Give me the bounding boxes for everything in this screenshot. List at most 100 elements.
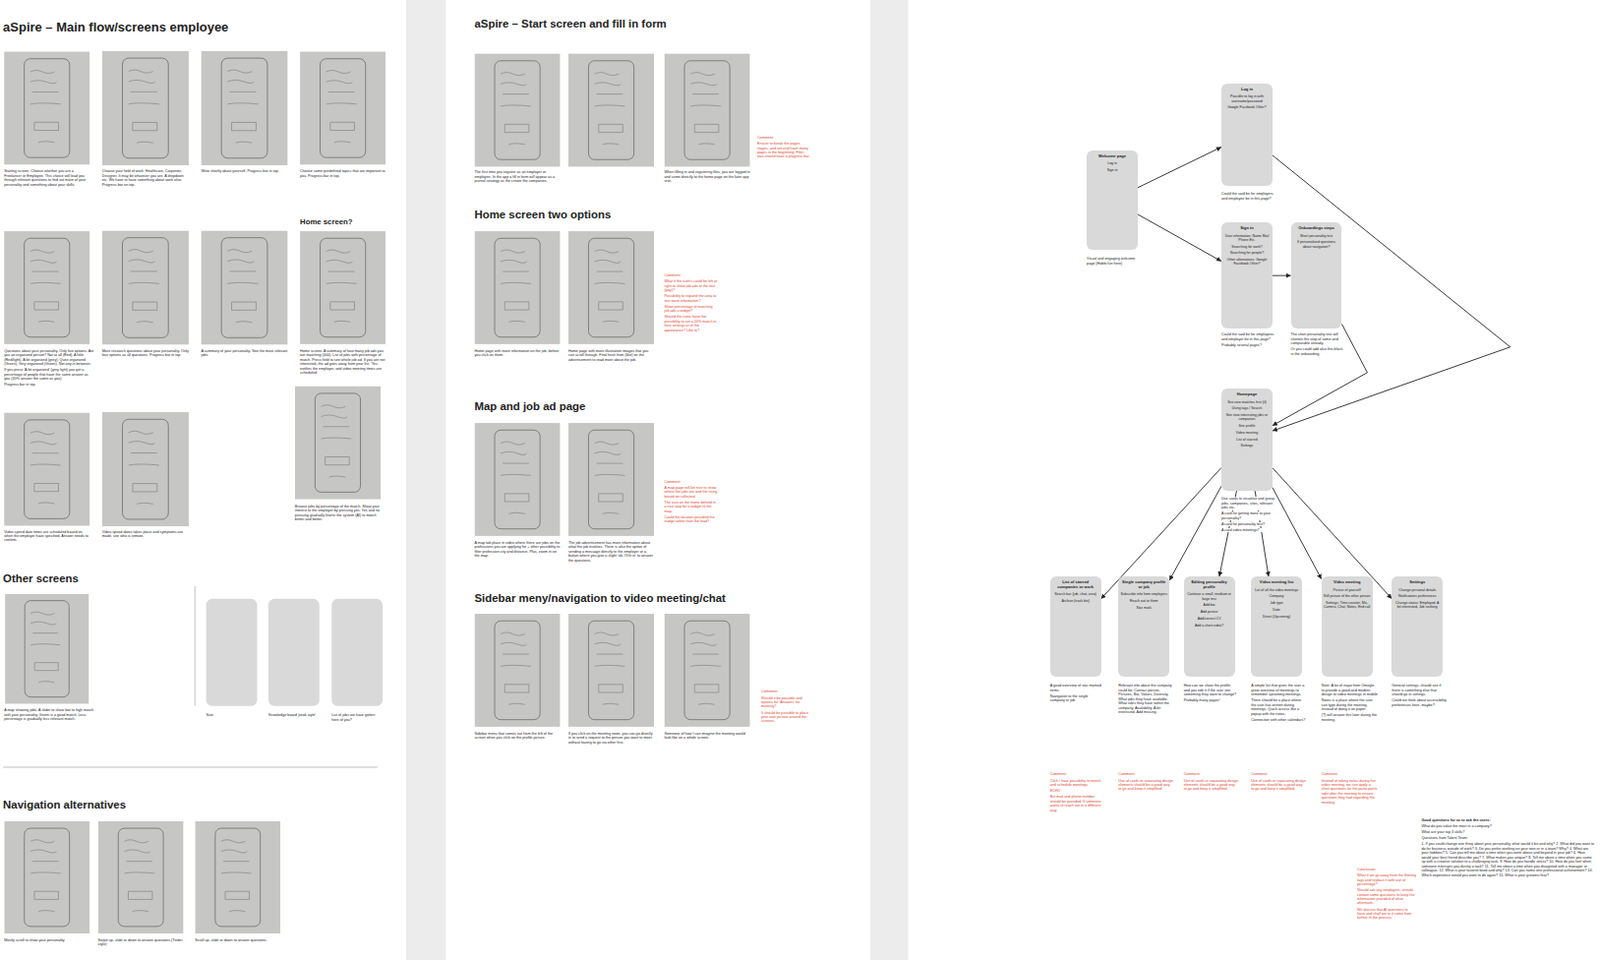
caption-note: A good overview of star marked items.	[1050, 683, 1104, 693]
comment-note: Comment:	[1184, 771, 1240, 776]
comment-note: Conclusion:	[1357, 867, 1417, 872]
box-line: Add/correct CV	[1185, 616, 1234, 621]
placeholder-frame	[331, 598, 383, 707]
flow-box: Onboardings stepsShort personality testI…	[1291, 222, 1343, 329]
sketch-photo	[568, 54, 654, 168]
comment-note: What if we go away from the filtering ta…	[1357, 873, 1417, 887]
divider-line	[194, 574, 196, 707]
flow-box: Editing personality profileContinue a sm…	[1184, 576, 1236, 677]
box-line: Archive (trash bin)	[1052, 598, 1100, 603]
comment-note: It should be possible to place your own …	[761, 711, 815, 724]
flow-arrow	[1272, 323, 1368, 425]
box-line: See profile	[1223, 423, 1271, 428]
sketch-photo	[568, 422, 654, 536]
box-line: Short personality test	[1293, 234, 1341, 238]
box-line: If personalized questions about navigati…	[1293, 239, 1341, 248]
left-panel	[0, 0, 407, 960]
sketch-photo	[200, 230, 288, 345]
comment-note: Could the location provided the nudge ra…	[663, 515, 717, 525]
sketch-photo	[4, 593, 89, 705]
caption-note: How can we show the profile and you edit…	[1184, 683, 1238, 697]
sketch-photo	[200, 51, 288, 166]
caption-note: Connection with other calendars?	[1250, 717, 1306, 722]
caption-note: If you click on the meeting room, you ca…	[568, 731, 654, 745]
comment-note: Comment:	[663, 273, 717, 278]
caption-note: Write shortly about yourself. Progress b…	[200, 169, 288, 174]
section-heading: aSpire – Start screen and fill in form	[474, 17, 862, 32]
box-heading: Onboardings steps	[1293, 226, 1341, 232]
box-line: Possible to log in with username/passwor…	[1223, 94, 1271, 103]
comment-note: A map page will be nice to show where th…	[663, 485, 717, 499]
caption-note: Choose your field of work: Healthcare, C…	[102, 169, 189, 187]
comment-note: Comment:	[1321, 771, 1379, 776]
box-line: Other alternatives: Google Facebook Othe…	[1223, 257, 1271, 266]
box-line: Settings: Time counter, Mic, Camera, Cha…	[1323, 600, 1371, 609]
box-line: Add picture	[1185, 609, 1234, 614]
box-heading: Log in	[1223, 87, 1271, 93]
caption-note: Notes is a place where the user can type…	[1321, 698, 1379, 712]
box-line: See new matches first (if)	[1223, 400, 1271, 405]
box-line: Continue a small, medium or large test	[1185, 592, 1234, 600]
section-heading: Home screen?	[299, 217, 386, 227]
sketch-photo	[299, 231, 386, 345]
placeholder-frame	[268, 598, 320, 707]
caption-note: What do you value the most in a company?	[1421, 824, 1595, 829]
box-line: Settings	[1223, 443, 1271, 448]
box-line: Reach out to them	[1120, 598, 1168, 603]
caption-note: A card video meetings?	[1221, 528, 1275, 533]
flow-arrow	[1169, 485, 1222, 581]
caption-note: Good questions for us to ask the users:	[1421, 818, 1595, 823]
comment-note: Should the icons have the possibility to…	[663, 314, 717, 333]
comment-note: Comment:	[757, 135, 811, 140]
box-line: Search bar (job, chat, area)	[1052, 592, 1100, 596]
caption-note: Home page with more information on the j…	[474, 349, 560, 358]
flow-arrow	[1272, 487, 1322, 580]
section-heading: Sidebar meny/navigation to video meeting…	[474, 592, 862, 606]
sketch-photo	[299, 52, 386, 166]
box-line: Company	[1252, 593, 1301, 598]
caption-note: When filling in and registering files, y…	[663, 170, 750, 183]
divider-line	[2, 766, 378, 768]
sketch-photo	[3, 231, 90, 345]
box-line: Change personal details	[1393, 588, 1441, 593]
caption-note: Swipe up, slide or down to answer questi…	[98, 938, 184, 948]
box-line: Subscribe info from employers	[1120, 592, 1168, 596]
caption-note: Navigation to the single company or job	[1050, 694, 1104, 704]
caption-note: The first time you register as an employ…	[474, 170, 560, 183]
box-heading: Homepage	[1223, 392, 1271, 398]
caption-note: Could we think about accessibility prefe…	[1391, 698, 1447, 708]
comment-note: ECHO	[1050, 788, 1106, 793]
box-line: Using tags / Search	[1223, 406, 1271, 411]
caption-note: A card for getting more to your personal…	[1221, 511, 1275, 521]
caption-note: Knowledge board 'peak style'	[268, 712, 320, 717]
box-line: User information: Name Mail Phone Etc.	[1223, 234, 1271, 242]
box-line: Video meeting	[1223, 430, 1271, 435]
box-heading: List of starred companies or work	[1052, 580, 1100, 591]
comment-note: Comment:	[1250, 771, 1306, 776]
caption-note: Someone of how I can imagine the meeting…	[663, 731, 750, 741]
comment-note: Comment:	[1118, 771, 1174, 776]
caption-note: Home page with more illustration images …	[568, 349, 654, 362]
caption-note: Relevant info about the company could be…	[1118, 683, 1174, 714]
comment-note: Should ask any employers, should contain…	[1357, 888, 1417, 906]
sketch-photo	[568, 231, 654, 345]
sketch-photo	[3, 821, 90, 934]
box-line: Notifications preferences	[1393, 593, 1441, 598]
box-line: Google Facebook Other?	[1223, 105, 1271, 110]
caption-note: Scroll up, slide or down to answer quest…	[194, 938, 281, 943]
comment-note: Ensure to break the pages stages, and no…	[757, 141, 811, 160]
caption-note: Questions from Talent Team:	[1421, 835, 1595, 840]
box-line: Sign in	[1088, 168, 1136, 173]
comment-note: Comment:	[663, 479, 717, 484]
caption-note: Or you could add also this block in the …	[1291, 347, 1345, 356]
comment-note: Comment:	[761, 689, 815, 694]
comment-note: We discuss that AI questions to have and…	[1357, 907, 1417, 921]
box-heading: Settings	[1393, 580, 1441, 586]
box-line: Direct (Upcoming)	[1252, 614, 1301, 619]
comment-note: Click / have possibility to match and sc…	[1050, 778, 1106, 788]
flow-box: Video meeting listList of all the video …	[1250, 576, 1303, 677]
box-line: Date	[1252, 607, 1301, 612]
caption-note: The job advertisement has more informati…	[568, 540, 654, 563]
box-line: Searching for work?	[1223, 244, 1271, 249]
sketch-photo	[663, 54, 750, 168]
